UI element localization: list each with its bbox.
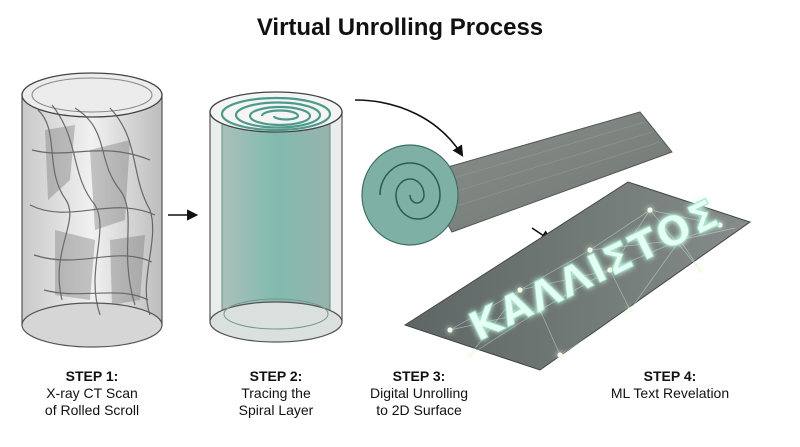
step-3-caption: STEP 3: Digital Unrolling to 2D Surface xyxy=(344,368,494,419)
step-description: ML Text Revelation xyxy=(610,385,730,401)
step-description: X-ray CT Scan xyxy=(46,385,138,401)
step-description: Digital Unrolling xyxy=(369,385,469,401)
step-label: STEP 3: xyxy=(392,368,446,384)
unrolled-sheet xyxy=(361,111,673,246)
step-description: to 2D Surface xyxy=(376,402,462,418)
step-description: Tracing the xyxy=(241,385,311,401)
ct-scan-cylinder xyxy=(21,72,163,348)
step-description: of Rolled Scroll xyxy=(44,402,140,418)
step-label: STEP 1: xyxy=(65,368,119,384)
step-4-caption: STEP 4: ML Text Revelation xyxy=(590,368,750,402)
step-2-caption: STEP 2: Tracing the Spiral Layer xyxy=(206,368,346,419)
page-title: Virtual Unrolling Process xyxy=(256,14,544,41)
step-label: STEP 4: xyxy=(643,368,697,384)
step-1-caption: STEP 1: X-ray CT Scan of Rolled Scroll xyxy=(22,368,162,419)
step-label: STEP 2: xyxy=(249,368,303,384)
spiral-layer-cylinder xyxy=(209,91,343,343)
arrow-2-to-3 xyxy=(354,99,464,157)
step-description: Spiral Layer xyxy=(238,402,314,418)
